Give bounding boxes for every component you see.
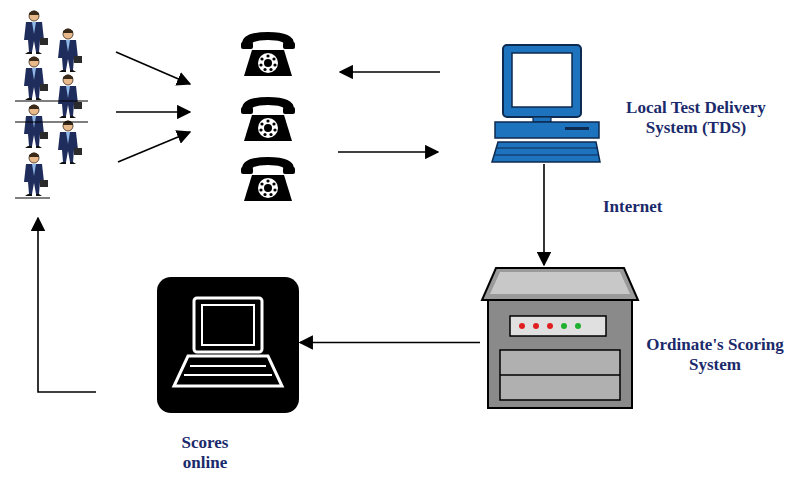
node-label: Ordinate's Scoring System [640, 335, 790, 376]
flow-arrow [300, 342, 480, 344]
node-label: Local Test Delivery System (TDS) [606, 98, 786, 139]
layout-arrows [38, 52, 440, 392]
server-icon [482, 268, 638, 408]
laptop-icon [157, 277, 299, 413]
icon-node: Ordinate's Scoring System [480, 265, 640, 410]
computer-icon [492, 45, 600, 162]
icon-node: Local Test Delivery System (TDS) [488, 42, 600, 164]
icon-node: Scores online [155, 275, 300, 415]
node-label: Scores online [165, 433, 245, 474]
flow-arrow [543, 164, 545, 265]
people-group [15, 11, 88, 199]
edge-label: Internet [600, 197, 665, 217]
telephone-group [241, 32, 295, 201]
